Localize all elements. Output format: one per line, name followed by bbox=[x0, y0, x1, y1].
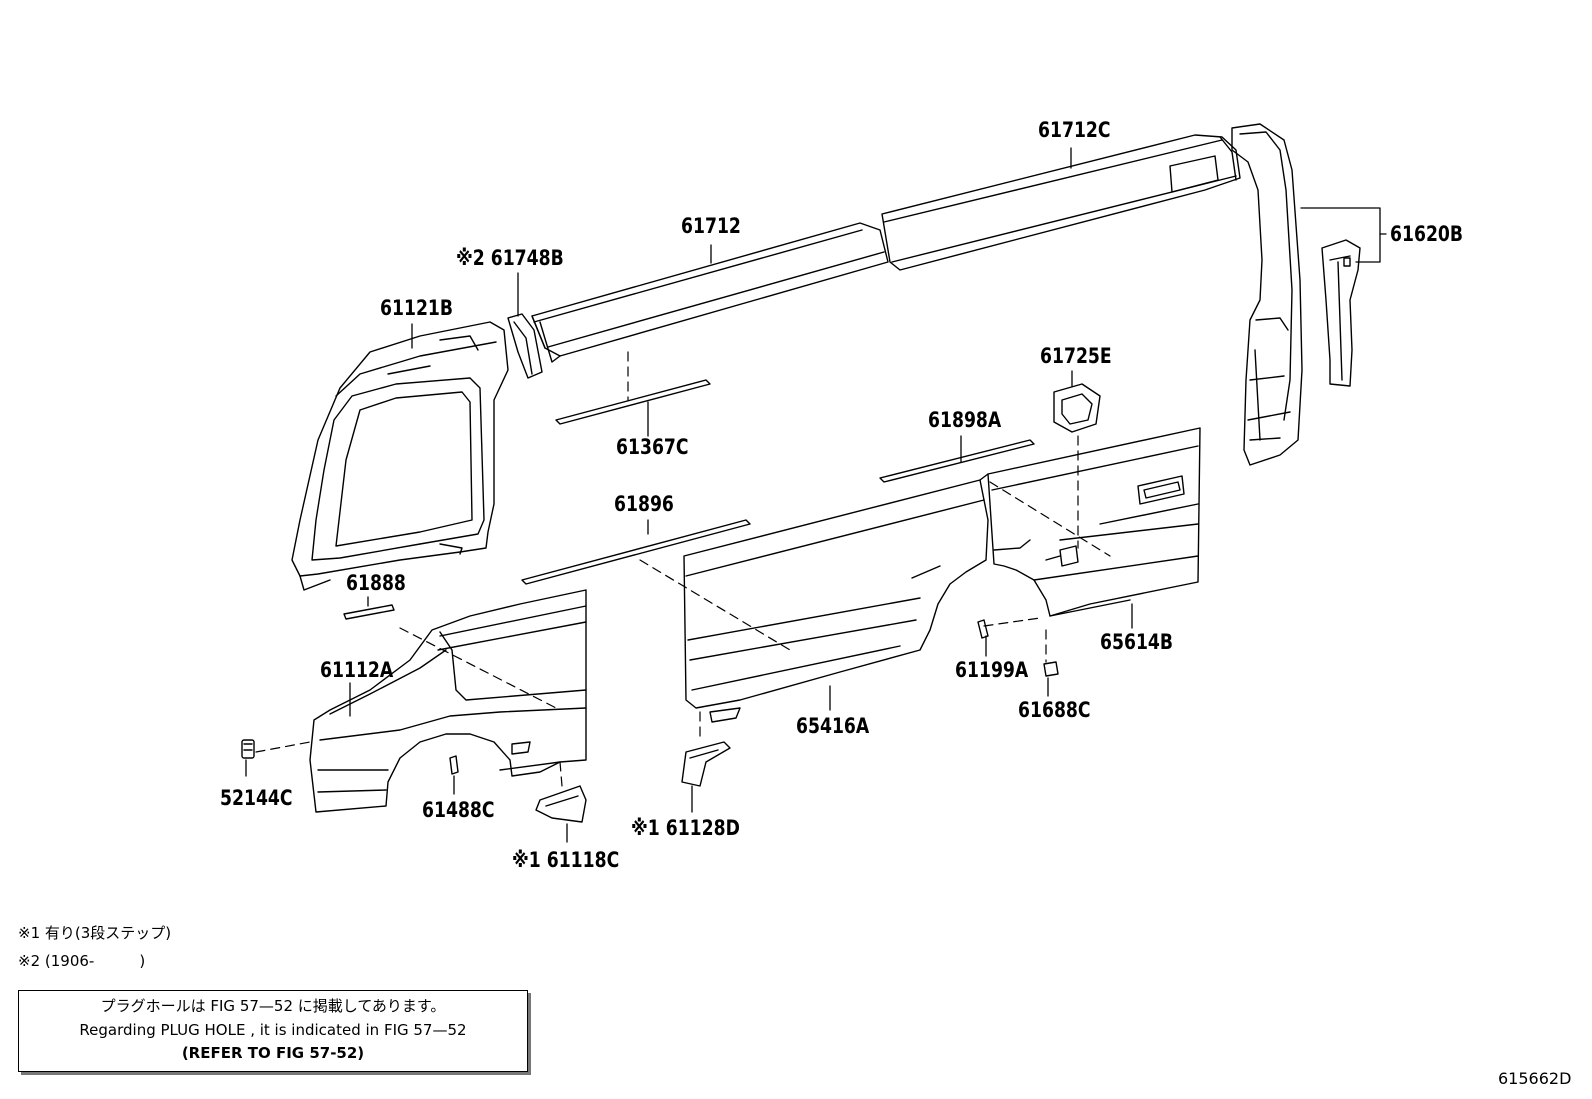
notice-line-english: Regarding PLUG HOLE , it is indicated in… bbox=[79, 1021, 467, 1039]
label-65614B: 65614B bbox=[1100, 630, 1174, 654]
part-61712-shape bbox=[531, 222, 889, 363]
part-61620B-trim-shape bbox=[1321, 239, 1361, 387]
part-61118C-shape bbox=[535, 785, 587, 823]
notice-line-japanese: プラグホールは FIG 57—52 に掲載してあります。 bbox=[100, 997, 446, 1015]
part-61620B-shape bbox=[1231, 123, 1303, 466]
leader-lines bbox=[245, 147, 1387, 843]
part-61898A-shape bbox=[879, 439, 1035, 483]
footnote-2: ※2 (1906- ) bbox=[18, 952, 146, 970]
label-61112A: 61112A bbox=[320, 658, 394, 682]
part-61688C-shape bbox=[1043, 661, 1059, 677]
part-61128D-shape bbox=[681, 741, 731, 787]
label-65416A: 65416A bbox=[796, 714, 870, 738]
label-61898A: 61898A bbox=[928, 408, 1002, 432]
label-61199A: 61199A bbox=[955, 658, 1029, 682]
part-65614B-shape bbox=[987, 427, 1201, 617]
part-61112A-shape bbox=[309, 589, 587, 813]
part-61121B-shape bbox=[291, 321, 509, 591]
label-61888: 61888 bbox=[346, 571, 406, 595]
part-52144C-shape bbox=[241, 739, 255, 759]
part-61712C-shape bbox=[881, 134, 1241, 271]
assembly-lines bbox=[255, 351, 1111, 787]
part-61367C-shape bbox=[555, 379, 711, 425]
label-61121B: 61121B bbox=[380, 296, 454, 320]
plug-hole-notice: プラグホールは FIG 57—52 に掲載してあります。 Regarding P… bbox=[18, 990, 528, 1072]
label-61118C: ※1 61118C bbox=[512, 848, 620, 872]
label-61725E: 61725E bbox=[1040, 344, 1112, 368]
part-61888-shape bbox=[343, 604, 395, 620]
label-61688C: 61688C bbox=[1018, 698, 1091, 722]
label-61712C: 61712C bbox=[1038, 118, 1111, 142]
part-61748B-shape bbox=[507, 313, 543, 379]
part-61488C-shape bbox=[449, 755, 459, 775]
notice-line-refer: (REFER TO FIG 57-52) bbox=[181, 1044, 365, 1062]
part-65416A-shape bbox=[683, 473, 989, 723]
label-61748B: ※2 61748B bbox=[456, 246, 564, 270]
label-52144C: 52144C bbox=[220, 786, 293, 810]
label-61367C: 61367C bbox=[616, 435, 689, 459]
label-61896: 61896 bbox=[614, 492, 674, 516]
label-61712: 61712 bbox=[681, 214, 741, 238]
part-61199A-shape bbox=[977, 619, 989, 639]
footnote-1: ※1 有り(3段ステップ) bbox=[18, 924, 172, 942]
label-61488C: 61488C bbox=[422, 798, 495, 822]
part-61725E-shape bbox=[1053, 383, 1101, 433]
figure-id: 615662D bbox=[1498, 1069, 1572, 1088]
label-61620B: 61620B bbox=[1390, 222, 1464, 246]
label-61128D: ※1 61128D bbox=[631, 816, 740, 840]
part-61896-shape bbox=[521, 519, 751, 585]
